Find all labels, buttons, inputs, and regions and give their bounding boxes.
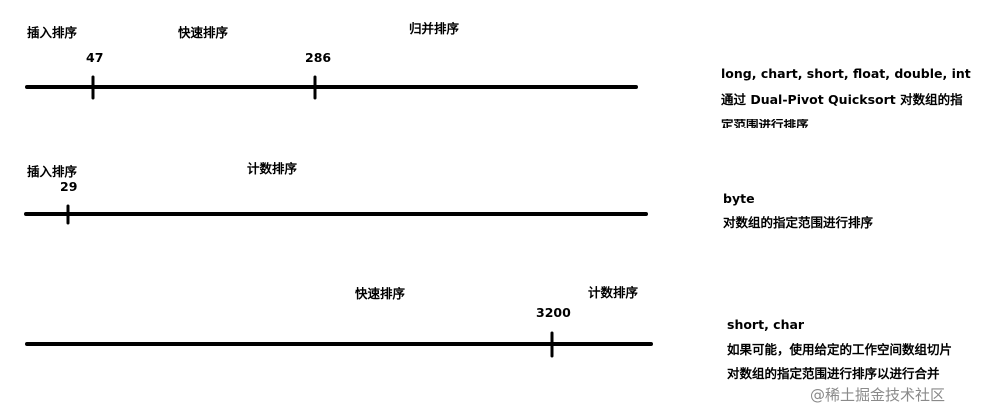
row1-label-insertion-sort: 插入排序 [27, 25, 78, 40]
row2-note-type: byte [723, 191, 755, 206]
row1-label-merge-sort: 归并排序 [409, 21, 460, 36]
row3-label-quick-sort: 快速排序 [355, 286, 406, 301]
row1-note-method: 通过 Dual-Pivot Quicksort 对数组的指 [721, 92, 963, 107]
row3-note-workspace: 如果可能，使用给定的工作空间数组切片 [727, 342, 953, 357]
row3-note-types: short, char [727, 317, 805, 332]
row3-label-counting-sort: 计数排序 [588, 285, 639, 300]
watermark-text: @稀土掘金技术社区 [810, 386, 946, 404]
row2-tick-label-29: 29 [60, 179, 78, 194]
row1-tick-label-286: 286 [305, 50, 332, 65]
row1-note-types: long, chart, short, float, double, int [721, 66, 971, 81]
row2-label-insertion-sort: 插入排序 [27, 164, 78, 179]
row3-tick-label-3200: 3200 [536, 305, 571, 320]
row3-note-merge: 对数组的指定范围进行排序以进行合并 [727, 366, 940, 381]
row1-note-cut-off: 定范围进行排序 [721, 119, 861, 128]
row2-note-method: 对数组的指定范围进行排序 [723, 215, 874, 230]
row1-tick-label-47: 47 [86, 50, 104, 65]
row2-label-counting-sort: 计数排序 [247, 161, 298, 176]
row1-note-range: 定范围进行排序 [721, 119, 809, 128]
row1-label-quick-sort: 快速排序 [178, 25, 229, 40]
